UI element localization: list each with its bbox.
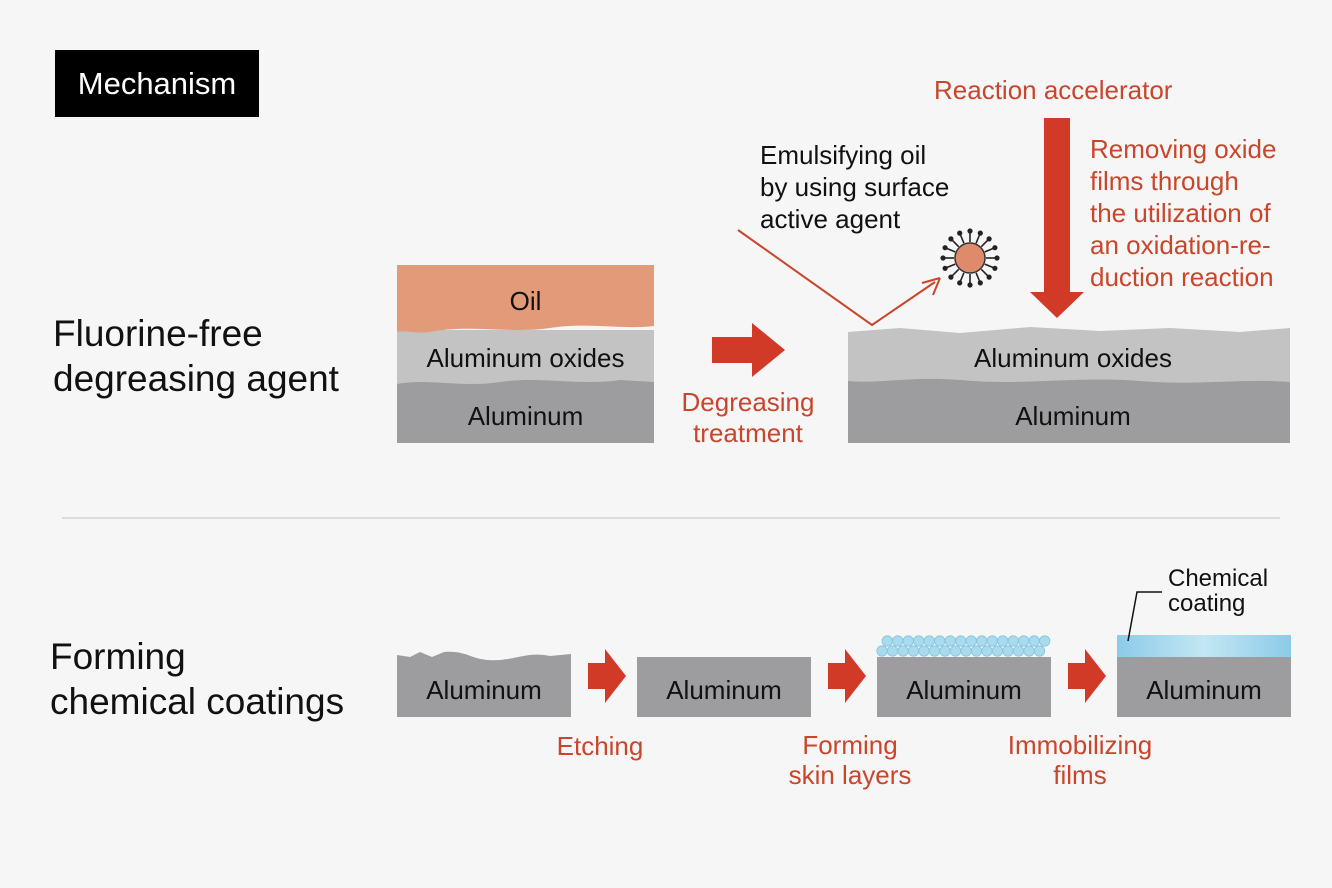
degreasing-treatment-label: Degreasing treatment (668, 387, 828, 449)
oxide-removal-line3: the utilization of (1090, 198, 1271, 228)
coatings-title-line1: Forming (50, 636, 186, 677)
emulsify-pointer-arrowhead (921, 277, 941, 296)
skin-bubble (949, 645, 962, 657)
skin-bubble (960, 645, 972, 657)
skin-bubble (1007, 635, 1019, 647)
skin-bubble (986, 635, 998, 647)
skin-bubble (913, 635, 925, 647)
skin-layers-line1: Forming (802, 730, 898, 760)
degreasing-label-line1: Degreasing (681, 387, 815, 417)
skin-bubble (902, 635, 914, 647)
coating-block-3 (877, 657, 1051, 717)
skin-bubble (981, 645, 993, 657)
skin-bubble (1039, 635, 1051, 647)
skin-bubble (876, 645, 888, 657)
skin-bubble (1018, 635, 1030, 647)
before-oxides-label: Aluminum oxides (426, 343, 625, 373)
skin-bubble (1033, 645, 1046, 657)
before-layer-stack (397, 265, 654, 443)
oxide-removal-label: Removing oxide films through the utiliza… (1090, 133, 1330, 293)
coating-block-3-label: Aluminum (906, 675, 1022, 705)
coatings-title-line2: chemical coatings (50, 681, 345, 722)
emulsify-line2: by using surface (760, 172, 950, 202)
mechanism-badge: Mechanism (55, 50, 259, 117)
before-oil-layer (397, 265, 654, 333)
before-aluminum-layer (397, 378, 654, 443)
skin-bubble (881, 635, 893, 647)
coating-label-line1: Chemical (1168, 565, 1269, 592)
micelle-icon (940, 228, 1000, 288)
immobilizing-label: Immobilizing films (990, 730, 1170, 790)
skin-layer-arrow (828, 649, 866, 703)
skin-bubble (955, 635, 967, 647)
skin-bubble (1012, 645, 1025, 657)
coating-block-2 (637, 657, 811, 717)
skin-bubble (1002, 645, 1014, 657)
mechanism-badge-label: Mechanism (77, 65, 237, 101)
immobilize-arrow (1068, 649, 1106, 703)
skin-bubble (976, 635, 988, 647)
coating-pointer-line (1127, 591, 1162, 642)
skin-bubble (965, 635, 977, 647)
oxide-removal-line5: duction reaction (1090, 262, 1274, 292)
coating-label-line2: coating (1168, 590, 1246, 617)
chemical-coating-label: Chemical coating (1168, 566, 1318, 616)
degreasing-section-title: Fluorine-free degreasing agent (53, 311, 393, 401)
etching-arrow (588, 649, 626, 703)
immobilizing-line2: films (1053, 760, 1107, 790)
oxide-removal-line4: an oxidation-re- (1090, 230, 1271, 260)
skin-bubble (918, 645, 930, 657)
skin-layers-line2: skin layers (788, 760, 912, 790)
degreasing-title-line2: degreasing agent (53, 358, 339, 399)
coating-block-1-label: Aluminum (426, 675, 542, 705)
skin-bubble (923, 635, 935, 647)
reaction-accelerator-label: Reaction accelerator (934, 75, 1173, 105)
before-oil-label: Oil (509, 286, 542, 316)
skin-layers-label: Forming skin layers (760, 730, 940, 790)
coatings-section-title: Forming chemical coatings (50, 634, 390, 724)
coating-block-4 (1117, 657, 1291, 717)
skin-bubble (928, 645, 941, 657)
immobilizing-line1: Immobilizing (1007, 730, 1153, 760)
skin-bubble (934, 635, 946, 647)
after-oxides-label: Aluminum oxides (974, 343, 1172, 373)
emulsify-label: Emulsifying oil by using surface active … (760, 139, 1000, 235)
before-oxide-layer (397, 330, 654, 384)
skin-bubble (944, 635, 956, 647)
skin-bubble (1023, 645, 1035, 657)
before-aluminum-label: Aluminum (467, 401, 584, 431)
coating-block-1-etched (397, 651, 571, 717)
oxide-removal-line2: films through (1090, 166, 1239, 196)
etching-label: Etching (556, 731, 644, 761)
skin-bubble (1028, 635, 1040, 647)
skin-bubble (970, 645, 983, 657)
skin-bubble (892, 635, 904, 647)
skin-bubble (991, 645, 1004, 657)
coating-block-4-label: Aluminum (1146, 675, 1262, 705)
emulsify-line3: active agent (760, 204, 901, 234)
degreasing-label-line2: treatment (693, 418, 803, 448)
after-oxide-layer (848, 327, 1290, 383)
skin-bubble (939, 645, 951, 657)
chemical-coating-layer (1117, 635, 1291, 657)
after-aluminum-layer (848, 378, 1290, 443)
coating-block-2-label: Aluminum (666, 675, 782, 705)
emulsify-line1: Emulsifying oil (760, 140, 927, 170)
skin-layer-bubbles (876, 635, 1051, 657)
accelerator-arrow (1030, 118, 1084, 318)
after-aluminum-label: Aluminum (1015, 401, 1131, 431)
skin-bubble (897, 645, 909, 657)
after-layer-stack (848, 327, 1290, 443)
degreasing-title-line1: Fluorine-free (53, 313, 263, 354)
oxide-removal-line1: Removing oxide (1090, 134, 1277, 164)
emulsify-pointer-line (737, 229, 936, 327)
skin-bubble (907, 645, 920, 657)
skin-bubble (886, 645, 899, 657)
degreasing-arrow (712, 323, 785, 377)
skin-bubble (997, 635, 1009, 647)
